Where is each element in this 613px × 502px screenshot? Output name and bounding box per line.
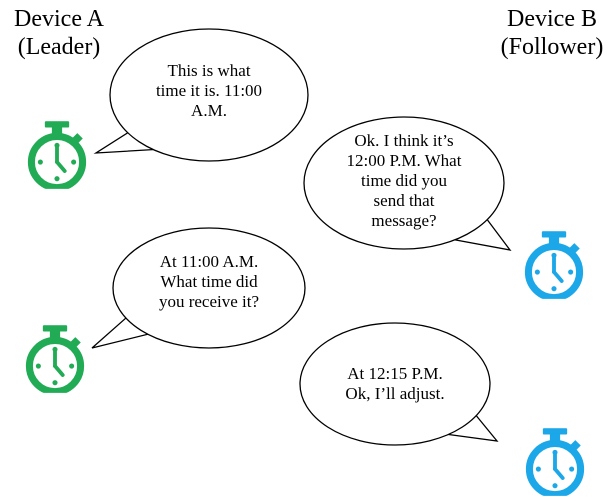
device-a-label: Device A (Leader) (14, 6, 104, 60)
speech-bubble-3-shape (91, 227, 306, 349)
device-a-stopwatch-icon-2 (23, 325, 87, 393)
device-b-stopwatch-icon-1 (522, 231, 586, 299)
speech-bubble-4-shape (299, 322, 499, 446)
device-b-label: Device B (Follower) (500, 6, 604, 60)
bubble-3-text: At 11:00 A.M. What time did you receive … (158, 252, 260, 311)
device-b-stopwatch-icon-2 (523, 428, 587, 496)
speech-bubble-1-shape (93, 28, 309, 162)
device-a-stopwatch-icon-1 (25, 121, 89, 189)
bubble-4-text: At 12:15 P.M. Ok, I’ll adjust. (345, 364, 445, 403)
bubble-1-text: This is what time it is. 11:00 A.M. (155, 61, 263, 120)
bubble-2-text: Ok. I think it’s 12:00 P.M. What time di… (346, 131, 462, 230)
speech-bubble-2-shape (303, 116, 512, 251)
